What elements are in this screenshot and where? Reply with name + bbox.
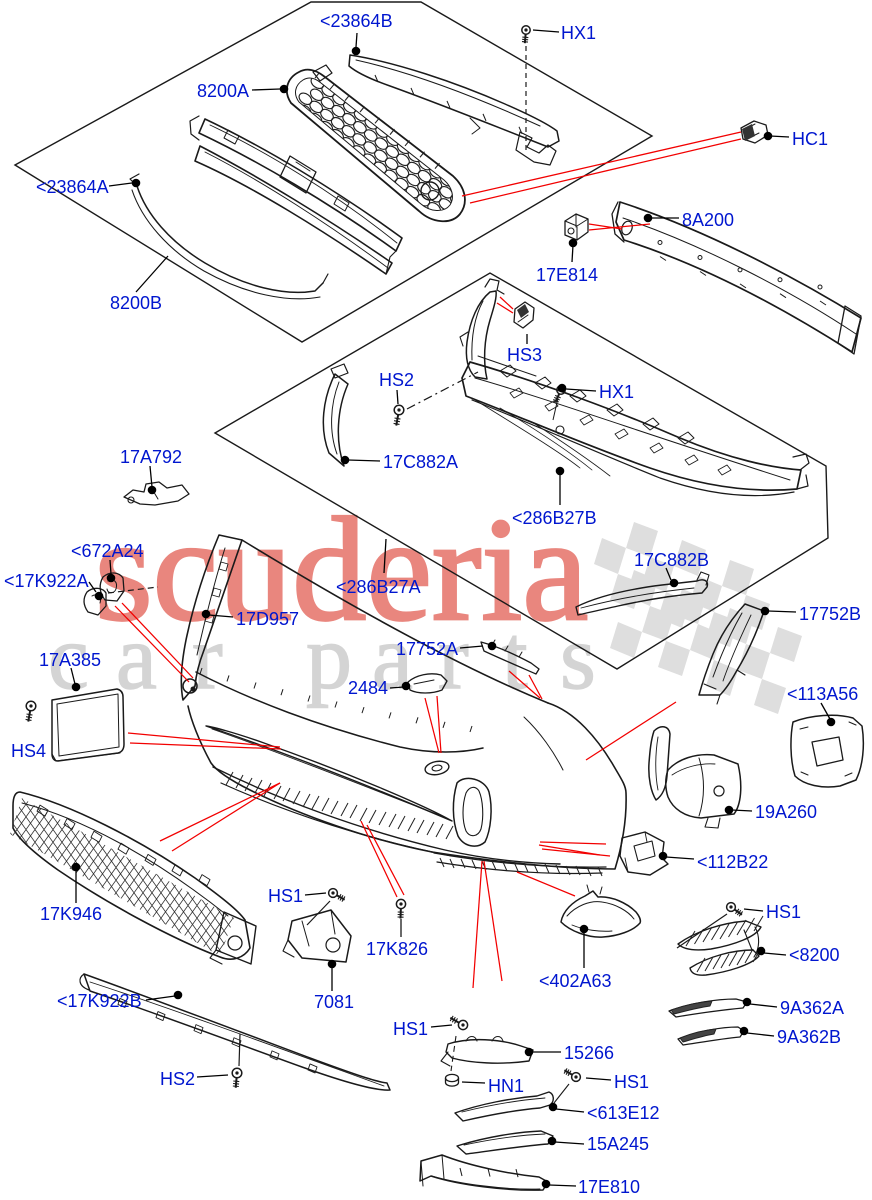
svg-text:p: p <box>306 606 352 708</box>
svg-text:17E810: 17E810 <box>578 1177 640 1197</box>
svg-text:HN1: HN1 <box>488 1076 524 1096</box>
svg-text:<672A24: <672A24 <box>71 541 144 561</box>
svg-text:<112B22: <112B22 <box>697 852 768 872</box>
svg-text:<17K922A: <17K922A <box>4 571 89 591</box>
svg-text:17752B: 17752B <box>799 604 861 624</box>
svg-text:r: r <box>438 606 469 708</box>
svg-text:<23864A: <23864A <box>36 177 109 197</box>
svg-text:scuderia: scuderia <box>95 488 588 652</box>
svg-text:HC1: HC1 <box>792 129 828 149</box>
svg-text:<8200: <8200 <box>789 945 840 965</box>
svg-text:7081: 7081 <box>314 992 354 1012</box>
svg-text:15A245: 15A245 <box>587 1134 649 1154</box>
svg-text:<286B27A: <286B27A <box>336 577 421 597</box>
svg-text:17K826: 17K826 <box>366 939 428 959</box>
svg-text:17D957: 17D957 <box>236 609 299 629</box>
svg-text:HS2: HS2 <box>160 1069 195 1089</box>
svg-text:<23864B: <23864B <box>320 11 393 31</box>
svg-text:HS1: HS1 <box>766 902 801 922</box>
svg-text:c: c <box>48 606 89 708</box>
svg-text:19A260: 19A260 <box>755 802 817 822</box>
svg-text:HX1: HX1 <box>561 23 596 43</box>
svg-text:<17K922B: <17K922B <box>57 991 142 1011</box>
svg-text:t: t <box>502 606 528 708</box>
svg-text:HX1: HX1 <box>599 382 634 402</box>
svg-text:17C882B: 17C882B <box>634 550 709 570</box>
svg-text:17752A: 17752A <box>396 639 458 659</box>
svg-text:HS4: HS4 <box>11 741 46 761</box>
svg-text:HS2: HS2 <box>379 370 414 390</box>
svg-text:a: a <box>372 606 413 708</box>
svg-text:HS1: HS1 <box>268 886 303 906</box>
svg-text:15266: 15266 <box>564 1043 614 1063</box>
svg-text:<402A63: <402A63 <box>539 971 612 991</box>
svg-text:8200A: 8200A <box>197 81 249 101</box>
svg-text:8A200: 8A200 <box>682 210 734 230</box>
svg-text:8200B: 8200B <box>110 293 162 313</box>
svg-text:17A385: 17A385 <box>39 650 101 670</box>
svg-text:17A792: 17A792 <box>120 447 182 467</box>
svg-text:17E814: 17E814 <box>536 265 598 285</box>
svg-text:s: s <box>560 606 596 708</box>
svg-text:r: r <box>192 606 223 708</box>
svg-text:<613E12: <613E12 <box>587 1103 660 1123</box>
svg-text:a: a <box>116 606 157 708</box>
svg-text:HS3: HS3 <box>507 345 542 365</box>
svg-text:17C882A: 17C882A <box>383 452 458 472</box>
svg-text:HS1: HS1 <box>393 1019 428 1039</box>
svg-text:17K946: 17K946 <box>40 904 102 924</box>
svg-text:9A362A: 9A362A <box>780 998 844 1018</box>
svg-text:9A362B: 9A362B <box>777 1027 841 1047</box>
svg-text:<113A56: <113A56 <box>787 684 858 704</box>
svg-text:HS1: HS1 <box>614 1072 649 1092</box>
svg-text:<286B27B: <286B27B <box>512 508 597 528</box>
svg-text:2484: 2484 <box>348 678 388 698</box>
